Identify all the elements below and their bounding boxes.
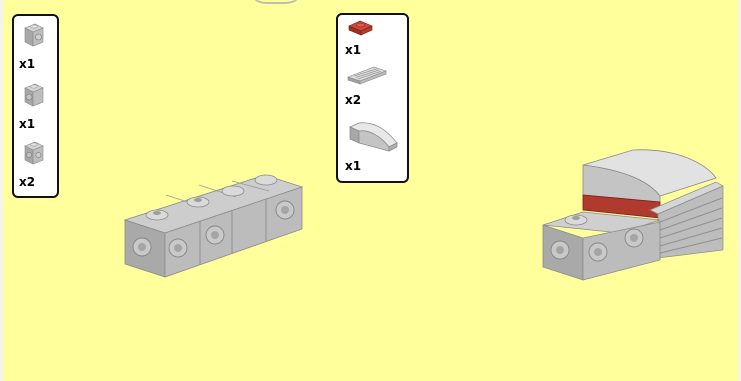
qty-label: x2 xyxy=(345,93,362,107)
qty-label: x1 xyxy=(19,117,36,131)
qty-label: x1 xyxy=(19,57,36,71)
right-frame-edge xyxy=(738,0,741,381)
left-frame-edge xyxy=(0,0,3,381)
sloped-assembly xyxy=(542,149,724,281)
slope-curved-2x1-icon xyxy=(349,122,398,152)
qty-label: x2 xyxy=(19,175,36,189)
left-parts-list: x1 x1 x2 xyxy=(12,14,59,198)
brick-1x1-stud-on-side-icon xyxy=(24,83,44,107)
plate-1x1-round-red-icon xyxy=(348,20,373,36)
qty-label: x1 xyxy=(345,159,362,173)
plate-1x2-grille-icon xyxy=(347,66,387,85)
brick-1x1-studs-on-two-sides-icon xyxy=(24,141,44,165)
top-parts-list: x1 x2 x1 xyxy=(336,13,409,183)
qty-label: x1 xyxy=(345,43,362,57)
brick-1x1-stud-on-side-icon xyxy=(24,23,44,47)
brick-row-assembly xyxy=(123,174,304,278)
top-connector-arc xyxy=(248,0,304,4)
